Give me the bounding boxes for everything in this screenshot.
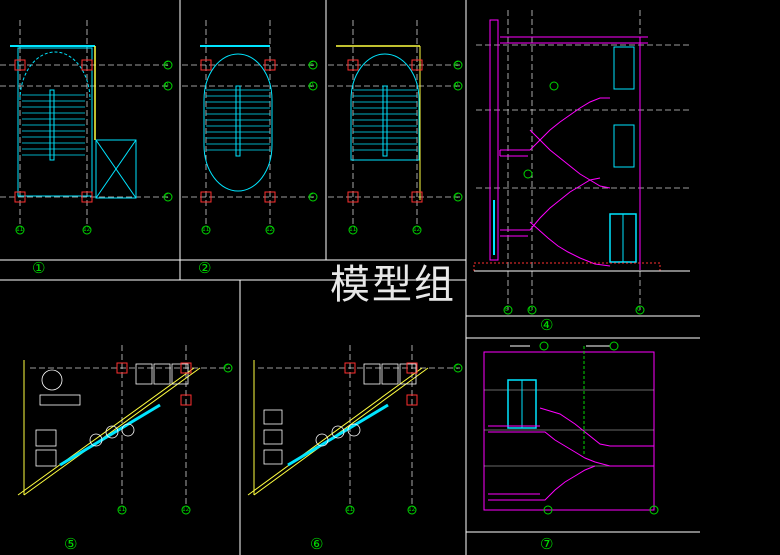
grid-label-p6-12: 12 [408, 506, 416, 513]
grid-label-p3-11: 11 [349, 226, 357, 233]
grid-label-p1-c: C [165, 193, 169, 200]
grid-label-p3-d: D [455, 82, 459, 89]
panel-6-toilet-plan [247, 345, 463, 515]
panel-label-2: ② [198, 259, 212, 277]
panel-label-6: ⑥ [310, 535, 324, 553]
grid-label-p6-11: 11 [346, 506, 354, 513]
watermark: 模型组 [330, 262, 456, 308]
grid-label-p4-c: C [637, 306, 641, 313]
grid-label-p5-11: 11 [118, 506, 126, 513]
panel-7-stair-section [483, 341, 659, 515]
panel-label-1: ① [32, 259, 46, 277]
grid-label-p2-e: E [310, 61, 314, 68]
grid-label-p2-12: 12 [266, 226, 274, 233]
grid-label-p1-12: 12 [83, 226, 91, 233]
grid-label-p4-d: D [529, 306, 533, 313]
panel-4-stair-section [473, 10, 690, 315]
panel-1-stair-plan [0, 20, 173, 235]
grid-label-p3-12: 12 [413, 226, 421, 233]
panel-5-toilet-plan [17, 345, 233, 515]
grid-label-p1-e: E [165, 61, 169, 68]
panel-label-4: ④ [540, 316, 554, 334]
grid-label-p2-11: 11 [202, 226, 210, 233]
grid-label-p2-d: D [310, 82, 314, 89]
grid-label-p1-d: D [165, 82, 169, 89]
panel-2-stair-plan [182, 20, 318, 235]
grid-label-p3-e: E [455, 61, 459, 68]
grid-label-p2-c: C [310, 193, 314, 200]
panel-label-5: ⑤ [64, 535, 78, 553]
grid-label-p5-c: C [225, 364, 229, 371]
grid-label-p3-c: C [455, 193, 459, 200]
grid-label-p5-12: 12 [182, 506, 190, 513]
sheet-frame [0, 0, 700, 555]
grid-label-p6-c: C [455, 364, 459, 371]
grid-label-p1-11: 11 [16, 226, 24, 233]
panel-3-stair-plan [328, 20, 463, 235]
panel-label-7: ⑦ [540, 535, 554, 553]
grid-label-p4-e: E [505, 306, 509, 313]
